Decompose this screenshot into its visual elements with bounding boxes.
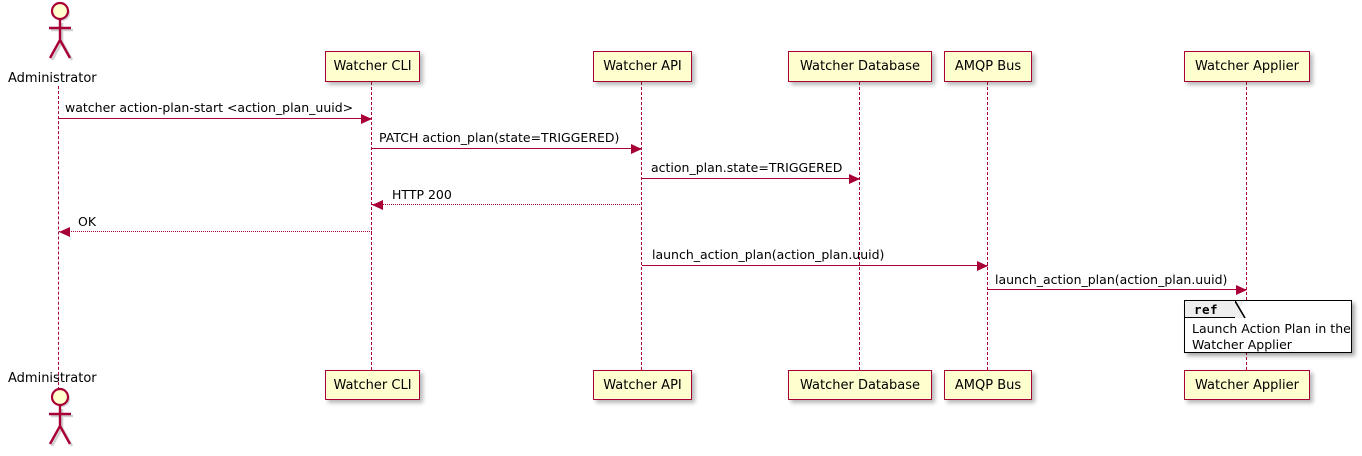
participant-box-bottom-watcher-database[interactable]: Watcher Database bbox=[788, 370, 932, 400]
message-arrowhead-3 bbox=[849, 173, 860, 184]
message-label-4: HTTP 200 bbox=[392, 187, 452, 202]
participant-box-bottom-watcher-cli[interactable]: Watcher CLI bbox=[325, 370, 420, 400]
message-line-5 bbox=[59, 231, 372, 232]
ref-fragment-tab-label: ref bbox=[1185, 301, 1237, 318]
participant-box-bottom-watcher-applier[interactable]: Watcher Applier bbox=[1184, 370, 1310, 400]
message-label-7: launch_action_plan(action_plan.uuid) bbox=[995, 272, 1228, 287]
participant-box-top-watcher-database[interactable]: Watcher Database bbox=[788, 51, 932, 82]
lifeline-amqp-bus bbox=[987, 82, 989, 370]
lifeline-watcher-api bbox=[641, 82, 643, 370]
actor-glyph-bottom-administrator bbox=[39, 386, 81, 452]
message-line-4 bbox=[372, 204, 642, 205]
participant-box-top-watcher-api[interactable]: Watcher API bbox=[593, 51, 692, 82]
message-line-3 bbox=[642, 178, 860, 179]
participant-box-bottom-amqp-bus[interactable]: AMQP Bus bbox=[944, 370, 1032, 400]
participant-box-top-watcher-applier[interactable]: Watcher Applier bbox=[1184, 51, 1310, 82]
message-arrowhead-6 bbox=[977, 260, 988, 271]
message-arrowhead-5 bbox=[59, 226, 70, 237]
participant-box-top-watcher-cli[interactable]: Watcher CLI bbox=[325, 51, 420, 82]
message-arrowhead-4 bbox=[372, 199, 383, 210]
lifeline-watcher-cli bbox=[371, 82, 373, 370]
message-arrowhead-2 bbox=[631, 143, 642, 154]
message-arrowhead-7 bbox=[1236, 284, 1247, 295]
actor-label-bottom-administrator: Administrator bbox=[8, 371, 97, 386]
participant-box-bottom-watcher-api[interactable]: Watcher API bbox=[593, 370, 692, 400]
message-label-1: watcher action-plan-start <action_plan_u… bbox=[65, 100, 354, 115]
message-label-6: launch_action_plan(action_plan.uuid) bbox=[652, 247, 885, 262]
message-label-2: PATCH action_plan(state=TRIGGERED) bbox=[379, 130, 620, 145]
message-line-2 bbox=[372, 148, 642, 149]
participant-box-top-amqp-bus[interactable]: AMQP Bus bbox=[944, 51, 1032, 82]
message-label-5: OK bbox=[78, 214, 97, 229]
message-arrowhead-1 bbox=[361, 113, 372, 124]
lifeline-administrator bbox=[58, 86, 60, 400]
message-label-3: action_plan.state=TRIGGERED bbox=[651, 160, 843, 175]
lifeline-watcher-database bbox=[859, 82, 861, 370]
lifeline-watcher-applier bbox=[1246, 82, 1248, 370]
message-line-1 bbox=[59, 118, 372, 119]
message-line-7 bbox=[988, 289, 1247, 290]
ref-fragment-body-text: Launch Action Plan in the Watcher Applie… bbox=[1192, 321, 1351, 352]
actor-label-top-administrator: Administrator bbox=[8, 71, 97, 86]
message-line-6 bbox=[642, 265, 988, 266]
actor-glyph-top-administrator bbox=[39, 0, 81, 66]
ref-fragment-tab-notch-edge bbox=[1234, 300, 1246, 319]
